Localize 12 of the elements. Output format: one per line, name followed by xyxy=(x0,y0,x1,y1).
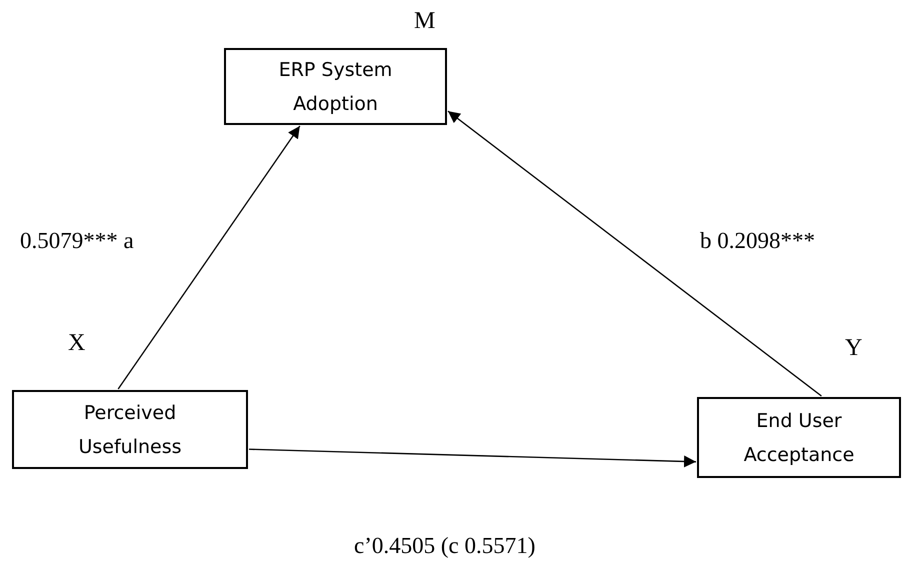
arrow xyxy=(118,126,300,390)
arrow xyxy=(248,448,696,468)
variable-name: End User Acceptance xyxy=(742,408,856,468)
variable-name: Perceived Usefulness xyxy=(77,400,183,460)
variable-letter: M xyxy=(414,8,436,35)
variable-box xyxy=(697,397,901,478)
variable-letter: X xyxy=(68,330,86,357)
variable-letter: Y xyxy=(845,335,862,362)
variable-name: ERP System Adoption xyxy=(278,58,394,116)
arrow xyxy=(448,110,822,397)
variable-box xyxy=(12,390,248,469)
variable-box xyxy=(224,48,447,125)
